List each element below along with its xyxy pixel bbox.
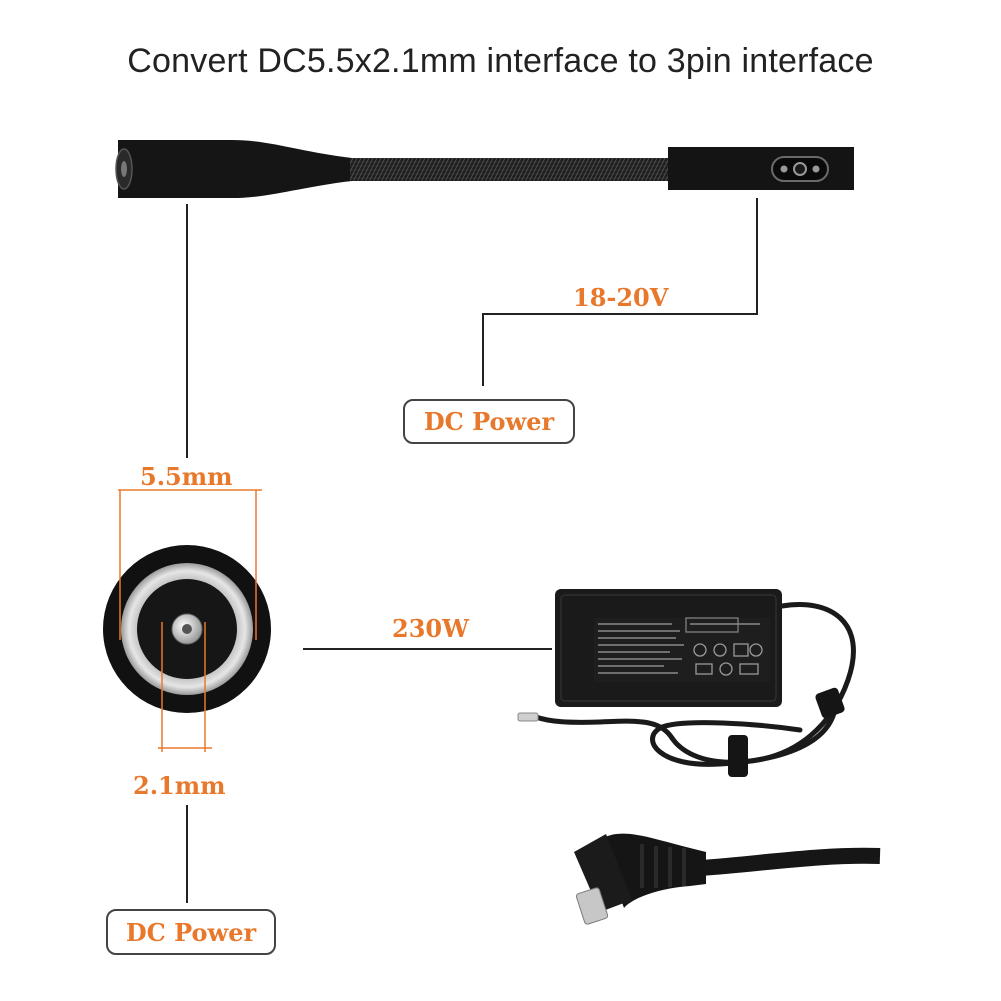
outer-diameter-label: 5.5mm xyxy=(140,462,233,491)
ferrite-core xyxy=(728,735,748,777)
right-angle-plug xyxy=(574,833,881,925)
dimension-inner xyxy=(158,622,212,752)
leader-3pin-to-dc-power xyxy=(482,198,758,386)
plug-metal-tip xyxy=(575,887,609,925)
dc-power-callout-bottom: DC Power xyxy=(106,909,276,955)
power-label: 230W xyxy=(392,614,470,643)
page-title: Convert DC5.5x2.1mm interface to 3pin in… xyxy=(127,42,874,80)
voltage-label: 18-20V xyxy=(573,283,669,312)
leader-lines xyxy=(186,198,758,903)
dc-power-callout-top: DC Power xyxy=(403,399,575,444)
three-pin-socket-icon xyxy=(771,156,829,182)
dc-barrel-connector xyxy=(118,140,352,198)
converter-cable xyxy=(115,140,854,198)
braided-cable xyxy=(350,158,672,181)
barrel-end-view xyxy=(103,545,271,713)
adapter-spec-label xyxy=(594,617,770,682)
adapter-plug-tip xyxy=(517,712,539,722)
power-adapter xyxy=(517,589,856,777)
adapter-output-cable xyxy=(533,602,856,767)
inner-diameter-label: 2.1mm xyxy=(133,771,226,800)
dimension-outer xyxy=(118,489,262,640)
